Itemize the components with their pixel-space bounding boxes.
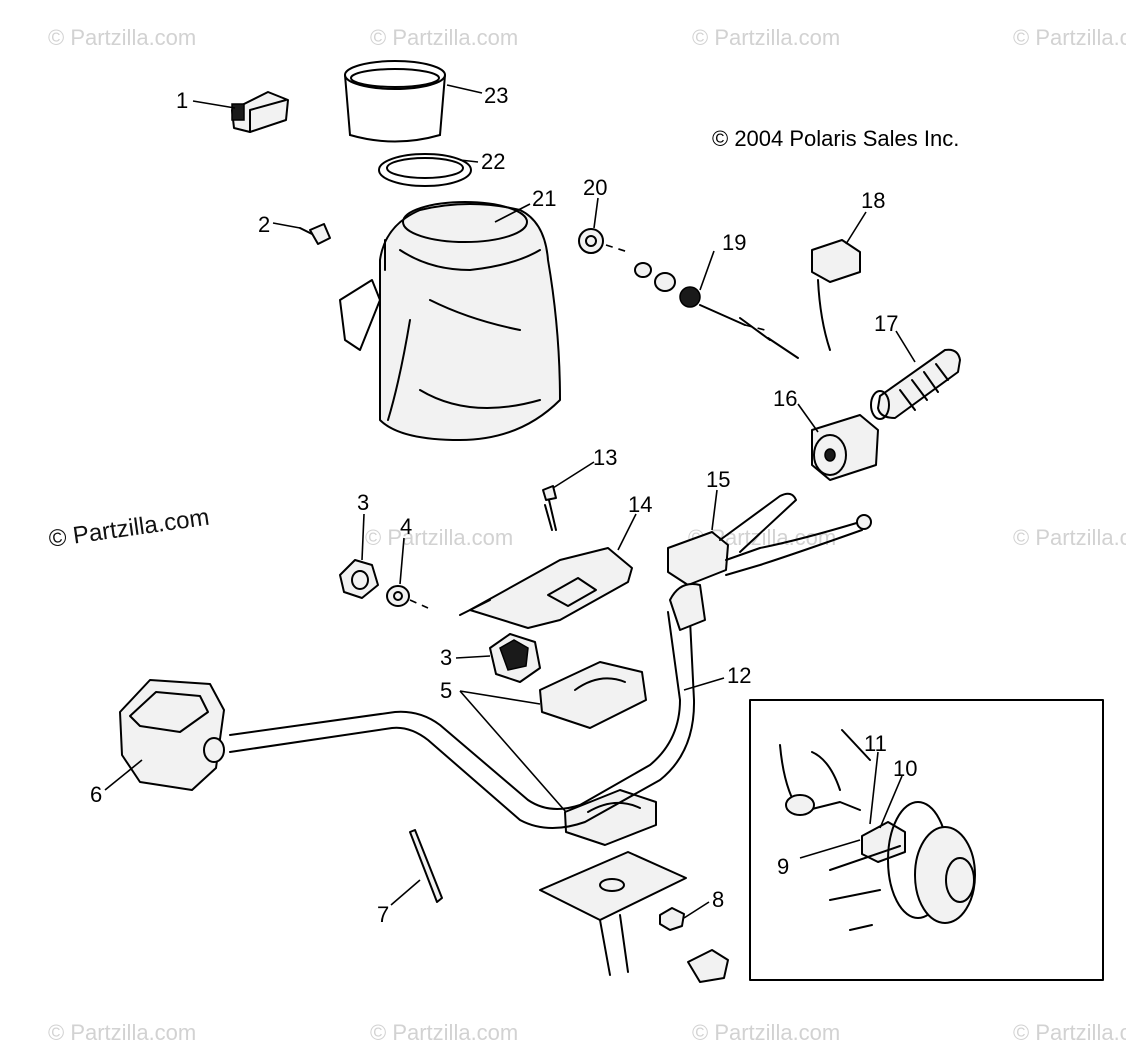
callout-2: 2: [258, 212, 270, 237]
part-15-master-cylinder: [667, 492, 872, 631]
part-13-bolt: [542, 485, 557, 531]
callout-3a: 3: [357, 490, 369, 515]
watermark-bottom-3: © Partzilla.com: [692, 1020, 840, 1045]
watermarks: © Partzilla.com © Partzilla.com © Partzi…: [47, 25, 1126, 1045]
callout-8: 8: [712, 887, 724, 912]
callout-10: 10: [893, 756, 917, 781]
part-17-grip: [870, 348, 961, 420]
part-4-nut: [386, 585, 429, 609]
part-14-plate: [459, 547, 633, 629]
callout-5: 5: [440, 678, 452, 703]
callout-23: 23: [484, 83, 508, 108]
watermark-bottom-4: © Partzilla.com: [1013, 1020, 1126, 1045]
part-16-throttle-housing: [811, 414, 879, 481]
watermark-top-3: © Partzilla.com: [692, 25, 840, 50]
part-22-ring: [378, 153, 472, 187]
part-23-sleeve: [344, 60, 446, 143]
part-5-clamp-upper: [539, 661, 647, 729]
part-7-cable-tie: [409, 829, 443, 903]
part-1-connector: [231, 91, 289, 133]
callout-22: 22: [481, 149, 505, 174]
watermark-mid-4: © Partzilla.com: [1013, 525, 1126, 550]
watermark-left-mid: © Partzilla.com: [47, 504, 211, 553]
callout-1: 1: [176, 88, 188, 113]
watermark-bottom-1: © Partzilla.com: [48, 1020, 196, 1045]
watermark-mid-2: © Partzilla.com: [365, 525, 513, 550]
callout-13: 13: [593, 445, 617, 470]
callout-15: 15: [706, 467, 730, 492]
hose-clamp: [687, 949, 729, 983]
watermark-top-4: © Partzilla.com: [1013, 25, 1126, 50]
part-21-pod-housing: [339, 201, 561, 441]
callout-20: 20: [583, 175, 607, 200]
callout-6: 6: [90, 782, 102, 807]
part-2-screw: [299, 223, 331, 245]
callout-16: 16: [773, 386, 797, 411]
part-8-nut: [659, 907, 685, 931]
callouts: 1 2 3 3 4 5 6 7 8 9 10 11 12 13 14 15 16…: [90, 83, 917, 927]
part-19-switch: [634, 262, 799, 359]
callout-21: 21: [532, 186, 556, 211]
callout-19: 19: [722, 230, 746, 255]
callout-11: 11: [864, 731, 887, 756]
callout-4: 4: [400, 514, 412, 539]
callout-7: 7: [377, 902, 389, 927]
copyright-text: © 2004 Polaris Sales Inc.: [712, 126, 959, 151]
part-3b-switch: [489, 633, 541, 683]
part-3a-switch: [339, 559, 379, 599]
callout-9: 9: [777, 854, 789, 879]
detail-inset: [749, 699, 1104, 981]
callout-12: 12: [727, 663, 751, 688]
mount-plate: [539, 851, 687, 976]
callout-18: 18: [861, 188, 885, 213]
part-5-clamp-lower: [564, 789, 657, 846]
watermark-bottom-2: © Partzilla.com: [370, 1020, 518, 1045]
part-6-left-switch: [119, 679, 225, 791]
callout-14: 14: [628, 492, 652, 517]
part-12-handlebar: [229, 611, 696, 830]
callout-3b: 3: [440, 645, 452, 670]
callout-17: 17: [874, 311, 898, 336]
watermark-top-2: © Partzilla.com: [370, 25, 518, 50]
part-18-key-switch: [811, 239, 861, 351]
watermark-top-1: © Partzilla.com: [48, 25, 196, 50]
part-20-nut: [578, 228, 629, 254]
leader-lines: [104, 84, 916, 919]
